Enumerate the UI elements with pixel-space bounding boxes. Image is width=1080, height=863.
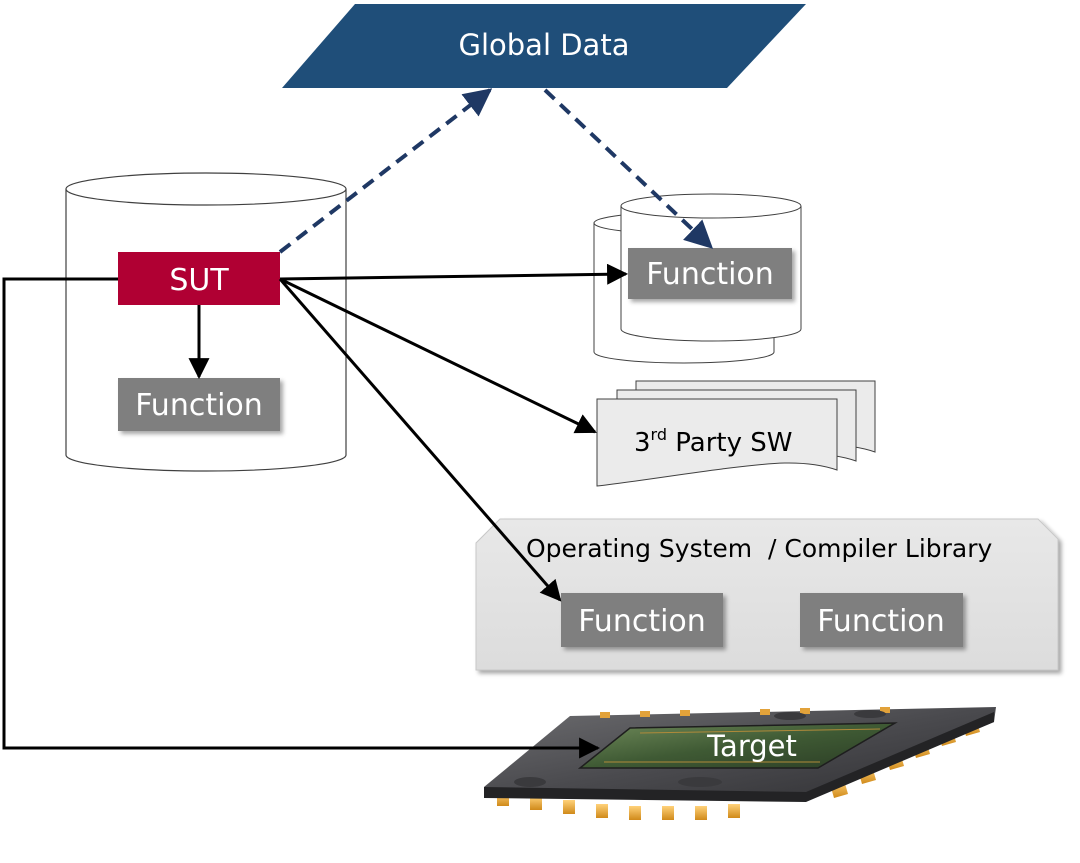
sut-to-third-party-arrow	[279, 277, 597, 434]
chip-pins-front	[497, 792, 740, 820]
local-function-label: Function	[135, 388, 263, 423]
third-party-sw-label: 3rd Party SW	[634, 425, 792, 458]
global-data-to-function-arrow	[543, 88, 714, 249]
sut-label: SUT	[169, 263, 229, 298]
sut-box: SUT	[118, 252, 280, 305]
target-label: Target	[706, 729, 797, 763]
chip-pins-back	[600, 707, 890, 718]
os-function-box-1: Function	[561, 593, 723, 647]
global-data-shape: Global Data	[282, 4, 806, 88]
sut-to-external-function-arrow	[279, 263, 629, 285]
call-arrows	[2, 263, 629, 759]
sut-to-target-arrow	[2, 277, 601, 759]
external-function-box: Function	[628, 248, 792, 299]
global-data-arrows	[278, 88, 714, 254]
sut-to-os-function-arrow	[278, 278, 562, 602]
os-function-2-label: Function	[817, 604, 945, 639]
global-data-label: Global Data	[459, 28, 630, 62]
target-chip: Target	[484, 707, 996, 820]
third-party-sw-documents: 3rd Party SW	[596, 380, 876, 487]
sut-to-global-data-arrow	[278, 88, 493, 254]
os-library-title: Operating System / Compiler Library	[526, 534, 993, 563]
os-function-1-label: Function	[578, 604, 706, 639]
chip-die-contacts	[604, 728, 881, 763]
os-function-box-2: Function	[800, 593, 963, 647]
local-function-box: Function	[118, 378, 280, 431]
external-function-label: Function	[646, 257, 774, 292]
